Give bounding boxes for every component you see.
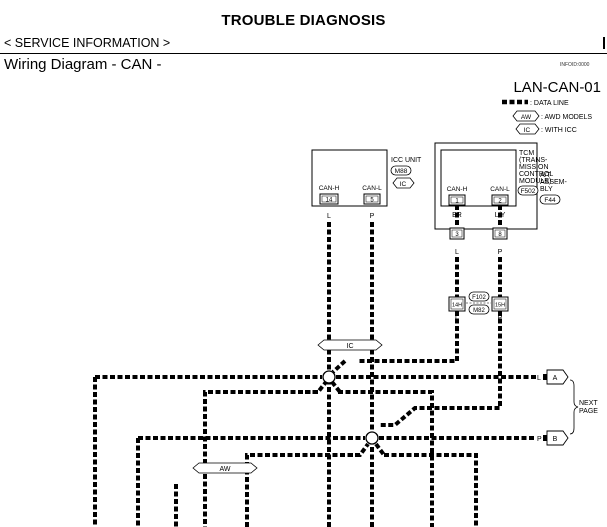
svg-text:1: 1 (455, 199, 459, 205)
legend-ic-symbol: IC (515, 123, 540, 135)
icc-pin-5: 5 (363, 193, 381, 205)
next-page-outputs: L A P B NEXT PAGE (537, 369, 600, 446)
at-assembly-connector-tag: F44 (539, 194, 561, 205)
joint-connector-f102-tag: F102 (468, 291, 490, 302)
icc-ic-tag: IC (392, 177, 415, 189)
joint-pin-14h-label: 14H (452, 303, 462, 309)
svg-text:2: 2 (498, 199, 502, 205)
output-a-id: A (553, 375, 558, 382)
at-assembly: TCM (TRANS- MISSION CONTROL MODULE) F502… (434, 142, 569, 256)
section-label: < SERVICE INFORMATION > (4, 36, 171, 50)
output-b-arrow (546, 430, 569, 446)
icc-pin-can-h-label: CAN-H (319, 185, 340, 192)
aw-model-tag: AW (192, 462, 258, 474)
svg-text:AW: AW (219, 466, 230, 473)
at-assembly-name: A/T ASSEM- BLY (540, 172, 569, 193)
svg-text:M82: M82 (473, 308, 485, 314)
icc-unit: ICC UNIT M88 IC CAN-H CAN-L 14 5 L P (311, 149, 422, 220)
svg-text:F44: F44 (544, 197, 556, 204)
icc-pin-can-l-label: CAN-L (362, 185, 382, 192)
svg-text:F102: F102 (472, 295, 486, 301)
junction-can-l (365, 431, 379, 445)
header-rule (0, 53, 607, 54)
output-b-id: B (553, 436, 558, 443)
joint-pin-14h (448, 296, 466, 312)
tcm-name: TCM (TRANS- MISSION CONTROL MODULE) (519, 150, 555, 185)
info-id: INFOID:0000 (560, 62, 590, 68)
legend-aw-label: : AWD MODELS (541, 114, 592, 121)
tcm-pin-2: 2 (491, 194, 509, 206)
joint-wire-color-l: L (455, 315, 459, 322)
diagram-id: LAN-CAN-01 (513, 79, 601, 96)
output-b-wire-color: P (537, 436, 542, 443)
svg-text:8: 8 (498, 232, 502, 238)
legend-ic-label: : WITH ICC (541, 127, 577, 134)
svg-text:IC: IC (524, 127, 531, 134)
junction-can-h (322, 370, 336, 384)
page-title: TROUBLE DIAGNOSIS (221, 12, 386, 29)
legend: : DATA LINE AW : AWD MODELS IC : WITH IC… (502, 99, 592, 135)
tcm-pin-1: 1 (448, 194, 466, 206)
output-a-wire-color: L (537, 375, 541, 382)
tcm-pin-can-h-label: CAN-H (447, 186, 468, 193)
svg-text:IC: IC (347, 343, 354, 350)
svg-text:AW: AW (521, 114, 532, 121)
icc-wire-color-l: L (327, 213, 331, 220)
svg-text:F502: F502 (521, 188, 536, 195)
joint-connector-m82-tag: M82 (468, 304, 490, 315)
next-page-brace (569, 379, 579, 435)
icc-connector-tag: M88 (390, 165, 412, 176)
ic-model-tag: IC (317, 339, 383, 351)
page-edge-mark (603, 37, 605, 49)
next-page-label: NEXT PAGE (579, 400, 600, 415)
data-lines (93, 205, 536, 527)
svg-text:5: 5 (370, 198, 374, 204)
legend-aw-symbol: AW (512, 110, 540, 122)
at-pin-3: 3 (449, 227, 465, 240)
output-a-arrow (546, 369, 569, 385)
svg-text:M88: M88 (395, 168, 408, 175)
joint-pin-15h-label: 15H (495, 303, 505, 309)
at-pin-8: 8 (492, 227, 508, 240)
at-wire-color-l: L (455, 249, 459, 256)
icc-pin-14: 14 (319, 193, 339, 205)
svg-text:3: 3 (455, 232, 459, 238)
at-wire-color-p: P (498, 249, 503, 256)
tcm-can-l-to-junction (380, 311, 502, 427)
icc-wire-color-p: P (370, 213, 375, 220)
tcm-can-h-to-junction (357, 311, 459, 363)
svg-text:14: 14 (326, 198, 333, 204)
icc-unit-name: ICC UNIT (391, 157, 422, 164)
joint-connector: 14H 15H F102 M82 L P (448, 291, 509, 322)
subtitle: Wiring Diagram - CAN - (4, 56, 162, 73)
joint-pin-15h (491, 296, 509, 312)
legend-data-line-label: : DATA LINE (530, 100, 569, 107)
svg-text:IC: IC (400, 181, 407, 188)
joint-wire-color-p: P (498, 315, 503, 322)
tcm-pin-can-l-label: CAN-L (490, 186, 510, 193)
tcm-connector-tag: F502 (517, 185, 539, 196)
